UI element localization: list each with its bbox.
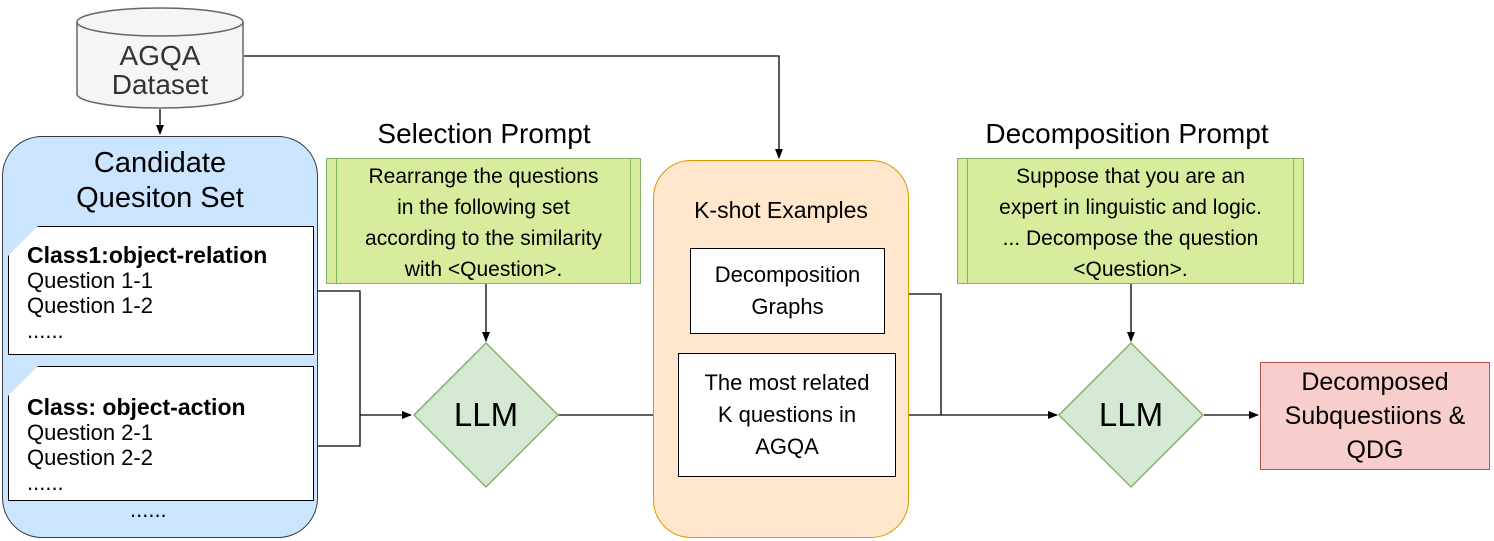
dataset-label-line1: AGQA	[119, 40, 201, 71]
class2-question2: Question 2-2	[27, 445, 153, 470]
candidate-set-more: ......	[130, 497, 167, 522]
arrow-dataset-to-kshot	[244, 55, 783, 159]
candidate-set-title: Candidate Quesiton Set	[2, 146, 318, 216]
related-questions-line2: K questions in	[717, 402, 857, 427]
candidate-set-title-line2: Quesiton Set	[76, 182, 244, 214]
selection-prompt-label: Selection Prompt	[377, 118, 591, 149]
selection-prompt-line3: according to the similarity	[365, 227, 602, 250]
llm-selection-diamond	[412, 341, 560, 489]
decomposition-prompt-box: Suppose that you are an expert in lingui…	[957, 158, 1304, 284]
output-line3: QDG	[1346, 436, 1404, 464]
class2-question1: Question 2-1	[27, 420, 153, 445]
decomposition-graphs-line1: Decomposition	[714, 262, 861, 287]
llm-decomposition-label: LLM	[1098, 396, 1164, 433]
connector-class1	[313, 290, 361, 415]
selection-prompt-line4: with <Question>.	[404, 258, 563, 281]
class1-question2: Question 1-2	[27, 293, 153, 318]
class1-question1: Question 1-1	[27, 268, 153, 293]
dataset-label-line2: Dataset	[111, 69, 209, 100]
related-questions-line3: AGQA	[755, 434, 819, 459]
related-questions-line1: The most related	[704, 370, 870, 395]
class2-card: Class: object-action Question 2-1 Questi…	[8, 366, 314, 501]
candidate-set-title-line1: Candidate	[93, 147, 227, 179]
llm-decomposition-diamond	[1057, 341, 1205, 489]
decomposition-prompt-line2: expert in linguistic and logic.	[999, 196, 1262, 219]
related-questions-box: The most related K questions in AGQA	[678, 353, 896, 477]
decomposition-graphs-box: Decomposition Graphs	[690, 248, 885, 334]
output-line2: Subquestiions &	[1284, 402, 1466, 430]
database-icon	[76, 7, 244, 109]
decomposition-prompt-line1: Suppose that you are an	[1016, 165, 1245, 188]
class2-more: ......	[27, 470, 64, 495]
decomposition-prompt-line4: <Question>.	[1073, 258, 1188, 281]
decomposition-prompt-label: Decomposition Prompt	[985, 118, 1269, 149]
selection-prompt-box: Rearrange the questions in the following…	[326, 158, 641, 284]
kshot-title: K-shot Examples	[694, 197, 868, 223]
class1-card: Class1:object-relation Question 1-1 Ques…	[8, 226, 314, 355]
connector-class2	[313, 415, 361, 447]
class1-title: Class1:object-relation	[27, 242, 268, 268]
selection-prompt-line2: in the following set	[397, 196, 570, 219]
class1-more: ......	[27, 318, 64, 343]
class2-title: Class: object-action	[27, 394, 246, 420]
output-box: Decomposed Subquestiions & QDG	[1260, 362, 1490, 470]
selection-prompt-line1: Rearrange the questions	[368, 165, 599, 188]
llm-selection-label: LLM	[453, 396, 519, 433]
output-line1: Decomposed	[1301, 368, 1449, 396]
decomposition-prompt-line3: ... Decompose the question	[1002, 227, 1259, 250]
dataset-label: AGQA Dataset	[76, 30, 244, 110]
decomposition-graphs-line2: Graphs	[751, 294, 824, 319]
